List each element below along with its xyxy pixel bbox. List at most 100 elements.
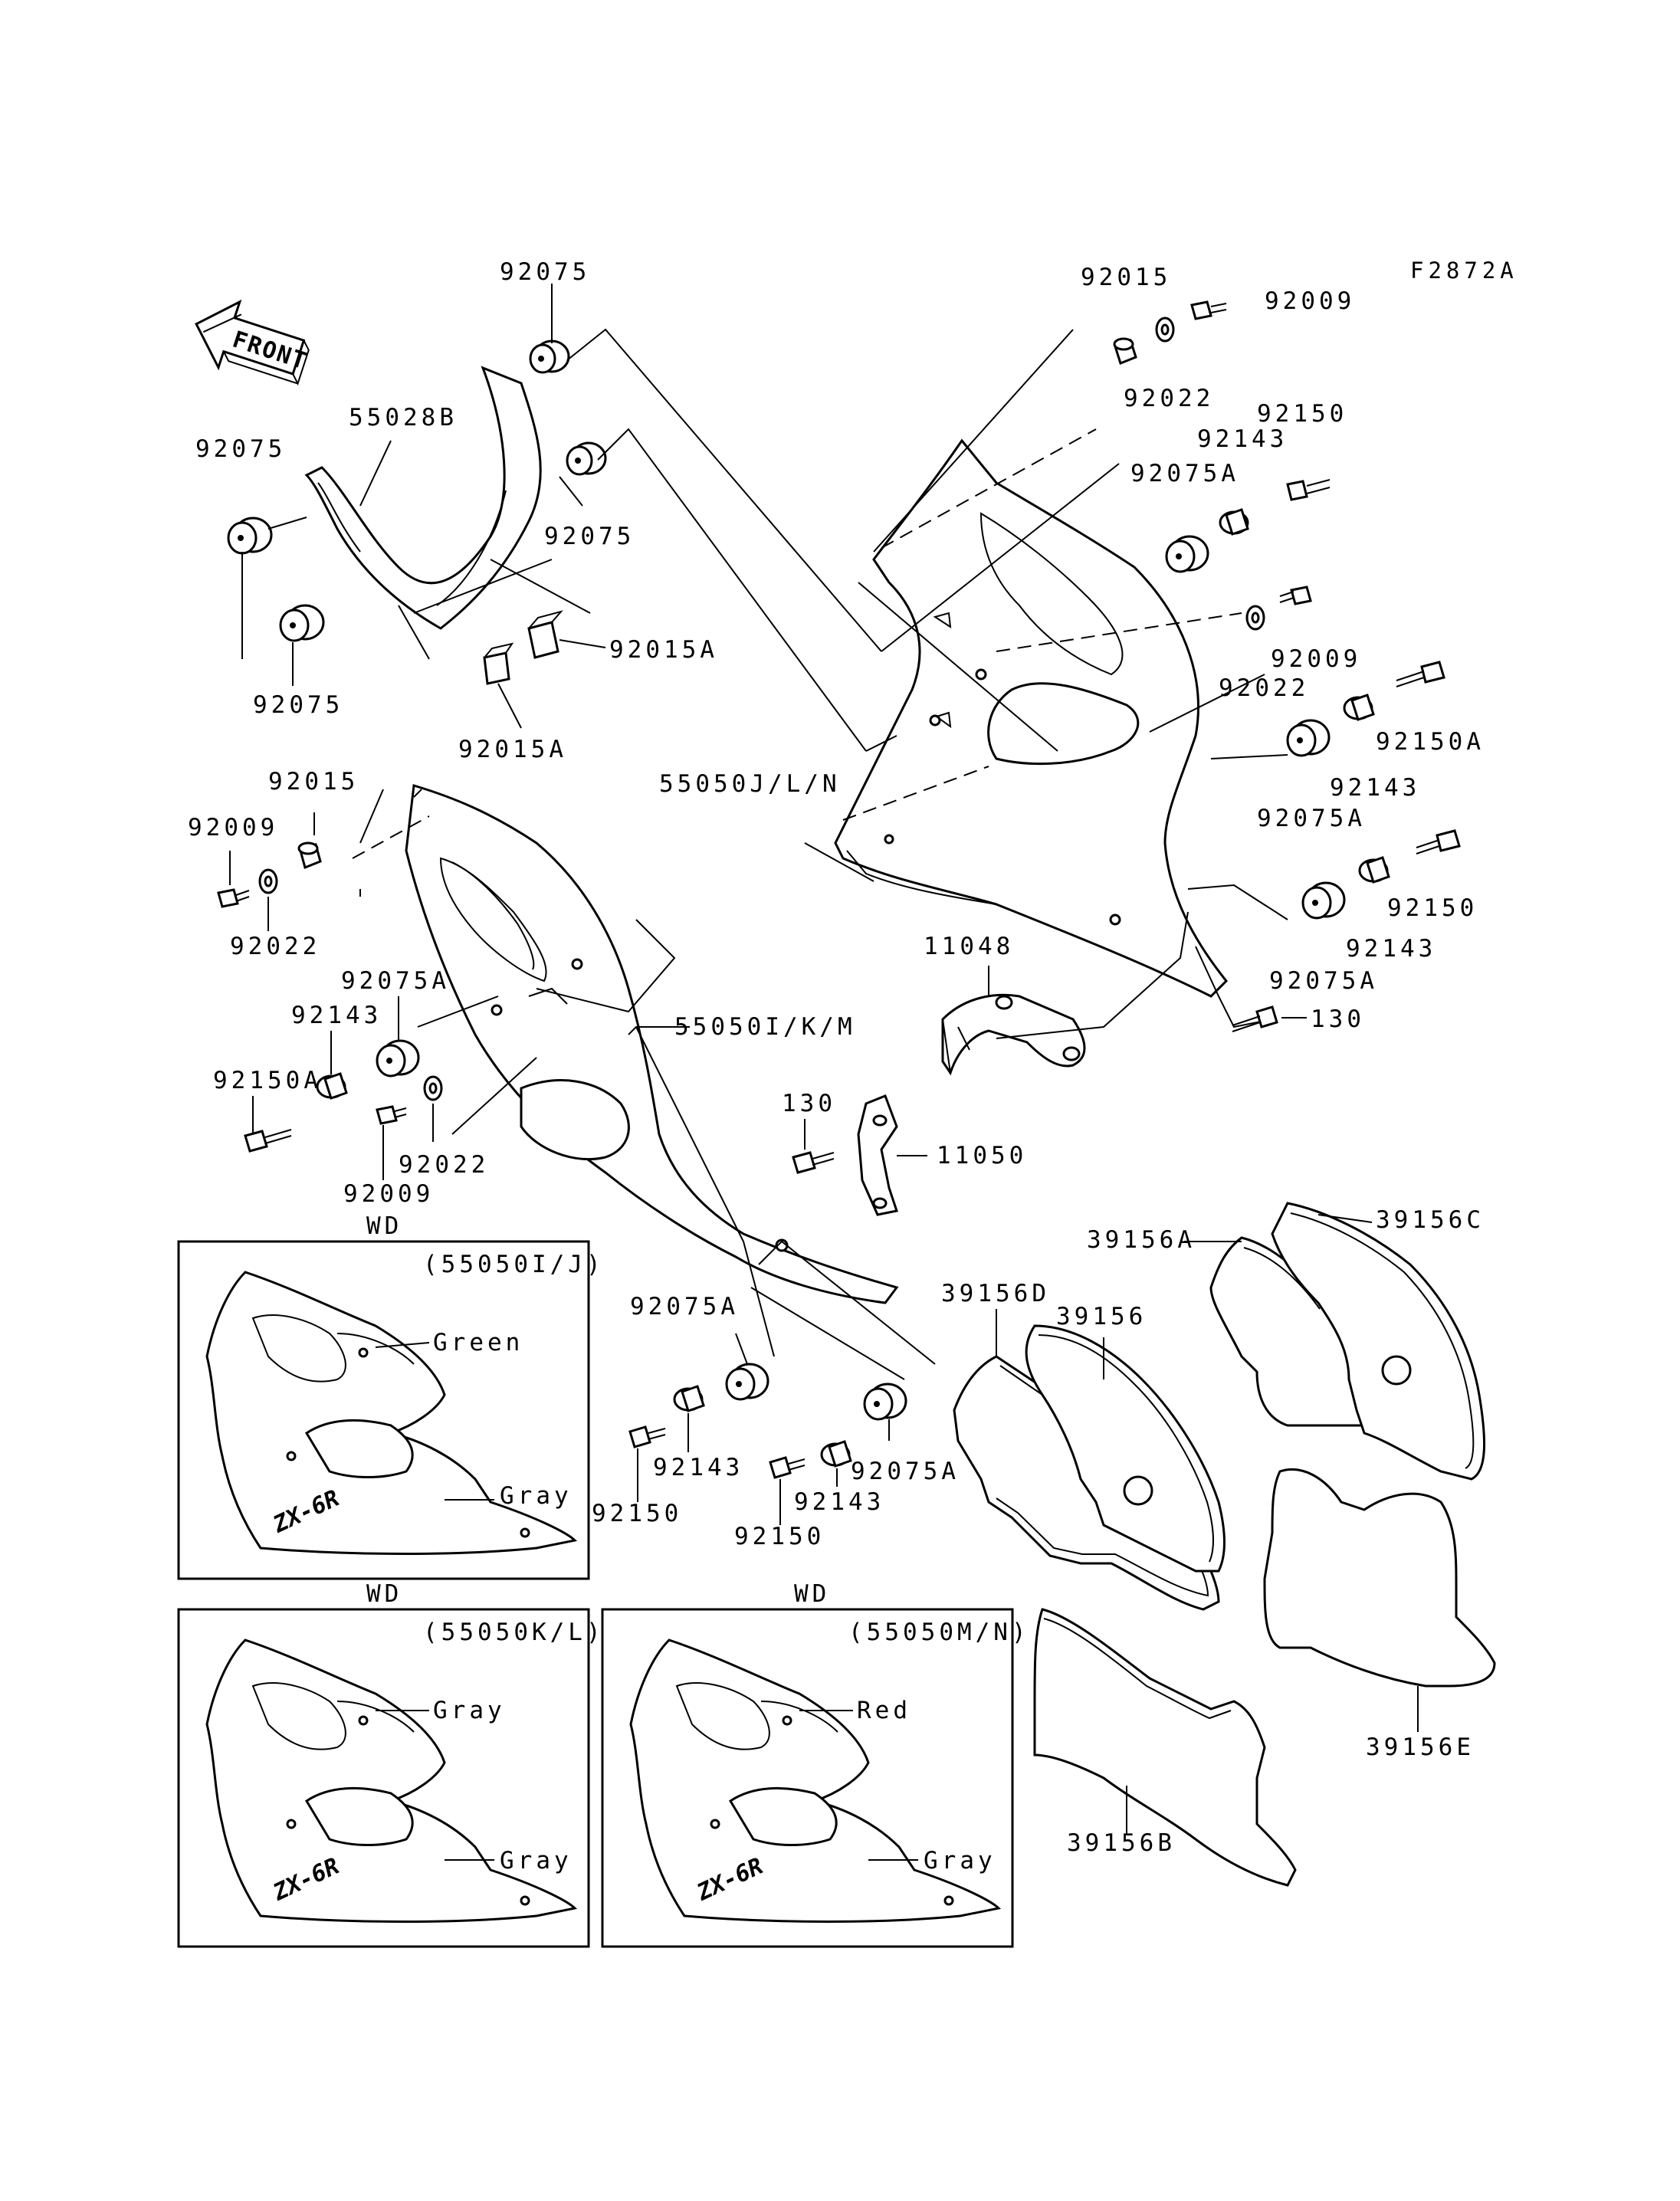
variant-3-upper-color: Red	[857, 1697, 911, 1724]
washer-92022-r	[1245, 605, 1265, 631]
fairing-right-55050JLN	[834, 438, 1229, 998]
label-92022-l2: 92022	[399, 1151, 489, 1179]
pad-39156E	[1263, 1468, 1496, 1688]
grommet-92075-mid	[566, 441, 607, 476]
bolt-92009-l2	[376, 1105, 407, 1125]
grommet-92075A-l	[376, 1039, 420, 1078]
label-92143-r: 92143	[1330, 774, 1420, 802]
label-92015A-b: 92015A	[458, 736, 567, 763]
label-92075-low: 92075	[253, 691, 343, 719]
variant-box-3: WD (55050M/N) ZX-6R Red Gray	[601, 1580, 1030, 1948]
bolt-92150-top	[1286, 479, 1331, 501]
variant-2-fairing: ZX-6R	[205, 1638, 578, 1923]
bolt-92150-c	[628, 1425, 666, 1448]
collar-92143-l	[316, 1072, 348, 1100]
variant-1-header: WD	[366, 1212, 402, 1240]
label-92075A-top: 92075A	[1130, 460, 1239, 487]
label-39156B: 39156B	[1067, 1829, 1176, 1857]
variant-3-code: (55050M/N)	[848, 1619, 1030, 1646]
label-92150-c2: 92150	[734, 1523, 825, 1550]
label-92150-c: 92150	[592, 1500, 682, 1527]
bolt-92009-l	[217, 888, 250, 908]
fairing-left-55050IKM	[405, 784, 899, 1304]
label-92075A-l: 92075A	[341, 967, 450, 995]
bolt-92150A-r	[1396, 661, 1445, 687]
collar-92143-r2	[1358, 856, 1390, 884]
label-92009-top: 92009	[1265, 287, 1355, 315]
label-92143-l: 92143	[291, 1002, 382, 1029]
label-92075-left: 92075	[195, 435, 286, 463]
label-92009-l: 92009	[188, 814, 278, 841]
grommet-92075-top	[529, 339, 570, 374]
label-92015-l: 92015	[268, 768, 359, 795]
variant-1-code: (55050I/J)	[423, 1251, 605, 1278]
label-92015-top: 92015	[1081, 264, 1171, 291]
washer-92022-l2	[423, 1075, 443, 1101]
collar-92143-top	[1219, 508, 1249, 536]
label-92150-r2: 92150	[1387, 894, 1478, 922]
label-92075A-r2: 92075A	[1269, 967, 1378, 995]
variant-1-fairing: ZX-6R	[205, 1271, 578, 1555]
collar-92143-r	[1343, 694, 1375, 721]
bolt-92150-c2	[769, 1456, 806, 1479]
variant-box-2: WD (55050K/L) ZX-6R Gray Gray	[177, 1580, 605, 1948]
label-92075-top: 92075	[500, 258, 590, 286]
variant-2-code: (55050K/L)	[423, 1619, 605, 1646]
variant-3-lower-color: Gray	[924, 1847, 996, 1875]
pad-39156	[1025, 1324, 1226, 1573]
variant-2-lower-color: Gray	[500, 1847, 573, 1875]
label-92022-top: 92022	[1124, 385, 1214, 412]
label-55050JLN: 55050J/L/N	[659, 770, 841, 798]
clip-92015A-a	[527, 610, 563, 659]
label-92143-top: 92143	[1197, 425, 1288, 453]
variant-2-upper-color: Gray	[433, 1697, 506, 1724]
washer-92022-top	[1155, 317, 1175, 343]
grommet-92075A-r2	[1301, 881, 1346, 920]
label-92143-c: 92143	[653, 1454, 743, 1481]
label-92150-top: 92150	[1257, 400, 1347, 428]
front-arrow-icon: FRONT	[195, 299, 310, 386]
grommet-92075A-top	[1165, 535, 1209, 573]
label-39156A: 39156A	[1087, 1226, 1196, 1254]
label-92009-r: 92009	[1271, 645, 1361, 673]
variant-3-fairing: ZX-6R	[629, 1638, 1002, 1923]
label-39156C: 39156C	[1376, 1206, 1485, 1234]
label-92009-l2: 92009	[343, 1180, 434, 1208]
label-92015A-a: 92015A	[609, 636, 718, 664]
nut-92015-l	[297, 841, 322, 870]
label-55050IKM: 55050I/K/M	[674, 1013, 856, 1041]
grommet-92075A-c2	[863, 1383, 907, 1421]
grommet-92075-left	[227, 517, 273, 555]
label-92143-r2: 92143	[1346, 935, 1436, 963]
bracket-11048	[941, 993, 1086, 1076]
bolt-92009-top	[1190, 300, 1227, 320]
inner-cover-55028B	[304, 366, 591, 660]
label-11048: 11048	[924, 933, 1014, 960]
label-92150A-l: 92150A	[213, 1067, 322, 1094]
label-55028B: 55028B	[349, 404, 458, 431]
bolt-92009-r	[1279, 586, 1312, 605]
clip-92015A-b	[483, 642, 514, 685]
bolt-130-r	[1232, 1005, 1278, 1032]
label-92075A-r: 92075A	[1257, 805, 1366, 832]
label-92143-c2: 92143	[794, 1488, 884, 1516]
nut-92015-top	[1113, 337, 1137, 365]
pad-39156C	[1271, 1202, 1486, 1481]
bolt-130-m	[792, 1151, 835, 1174]
variant-1-upper-color: Green	[433, 1329, 523, 1356]
label-39156D: 39156D	[941, 1280, 1050, 1307]
variant-3-header: WD	[794, 1580, 830, 1608]
grommet-92075A-c	[725, 1363, 769, 1401]
label-130-m: 130	[782, 1090, 836, 1117]
variant-box-1: WD (55050I/J) ZX-6R Green Gray	[177, 1212, 605, 1580]
bolt-92150A-l	[244, 1129, 292, 1153]
variant-2-header: WD	[366, 1580, 402, 1608]
collar-92143-c2	[820, 1440, 852, 1468]
label-92022-l: 92022	[230, 933, 320, 960]
label-39156E: 39156E	[1366, 1734, 1475, 1761]
label-92022-r: 92022	[1219, 674, 1309, 702]
label-11050: 11050	[937, 1142, 1027, 1169]
bolt-92150-r2	[1416, 829, 1461, 854]
pad-39156B	[1033, 1608, 1297, 1887]
washer-92022-l	[258, 868, 278, 894]
